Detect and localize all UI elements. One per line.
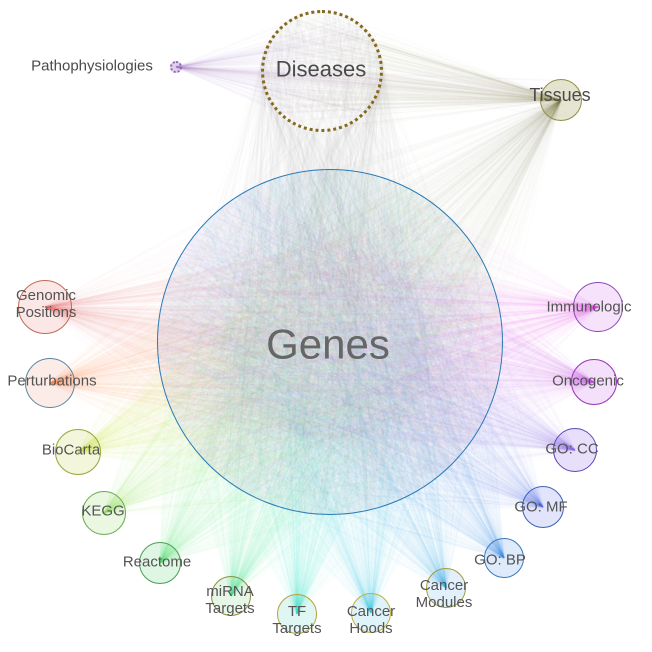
node-go-mf[interactable] [522,486,564,528]
node-biocarta[interactable] [55,429,101,475]
node-genomic-positions[interactable] [18,280,72,334]
node-immunologic[interactable] [573,282,623,332]
node-reactome[interactable] [139,542,181,584]
node-perturbations[interactable] [25,358,75,408]
node-go-bp[interactable] [484,538,524,578]
node-tf-targets[interactable] [277,594,317,634]
node-kegg[interactable] [82,491,126,535]
node-genes[interactable] [157,169,503,515]
node-cancer-hoods[interactable] [351,593,391,633]
node-go-cc[interactable] [553,428,597,472]
node-tissues[interactable] [540,79,582,121]
node-pathophysiologies[interactable] [170,61,182,73]
node-diseases[interactable] [261,10,383,132]
node-oncogenic[interactable] [571,359,617,405]
node-cancer-modules[interactable] [426,568,466,608]
node-mirna-targets[interactable] [211,576,251,616]
